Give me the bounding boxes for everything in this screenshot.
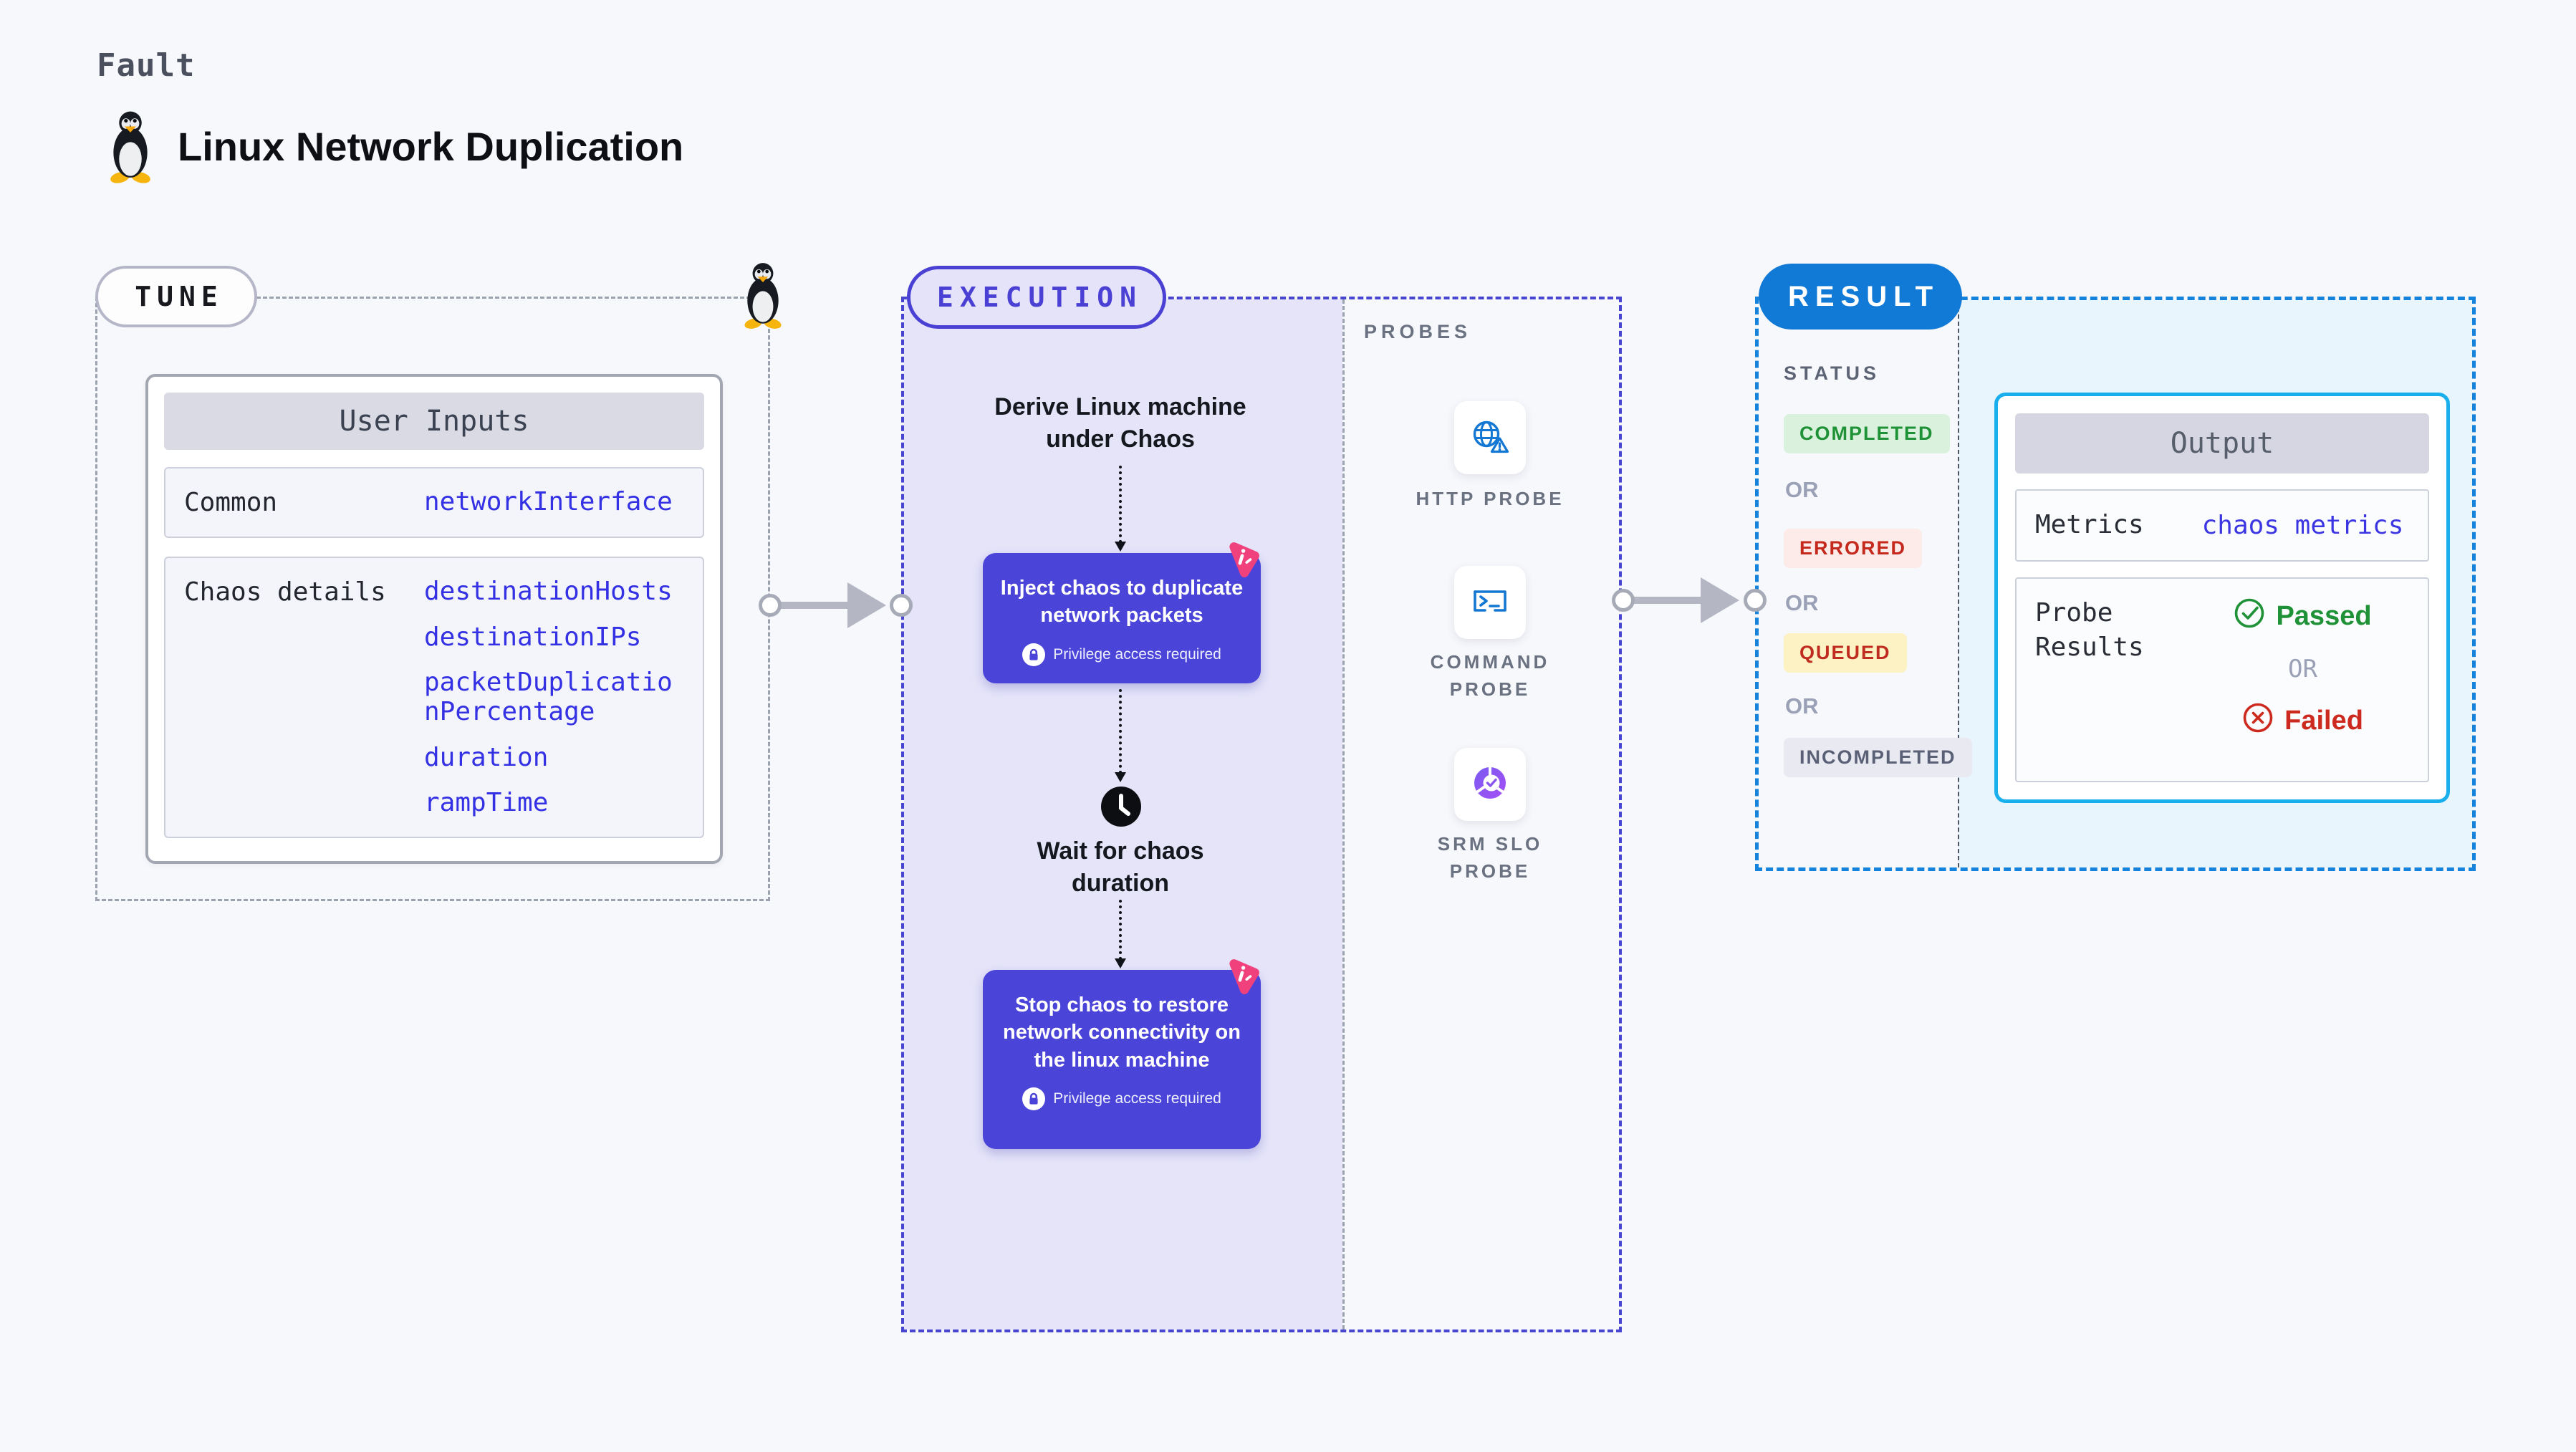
connector-dot (890, 594, 913, 617)
inject-chaos-node: Inject chaos to duplicate network packet… (983, 553, 1261, 683)
privilege-note: Privilege access required (1000, 643, 1244, 666)
inject-chaos-label: Inject chaos to duplicate network packet… (1000, 577, 1244, 628)
status-badge-completed: COMPLETED (1784, 414, 1950, 453)
fault-kicker: Fault (97, 47, 196, 84)
wait-step-text: Wait for chaos duration (1037, 837, 1204, 897)
lock-icon (1022, 1087, 1046, 1110)
input-value: duration (424, 742, 549, 772)
passed-text: Passed (2276, 601, 2372, 632)
arrowhead (1701, 577, 1739, 623)
execution-badge: EXECUTION (907, 266, 1166, 329)
connector-dot (759, 594, 782, 617)
input-value: networkInterface (424, 487, 673, 516)
srm-slo-probe-card (1454, 748, 1526, 821)
chaos-logo-icon (1222, 540, 1261, 579)
failed-text: Failed (2284, 706, 2363, 736)
probe-results-values: Passed OR Failed (2196, 596, 2409, 764)
input-value: rampTime (424, 788, 549, 818)
output-card: Output Metrics chaos metrics Probe Resul… (1994, 393, 2450, 803)
down-arrow (1115, 900, 1126, 968)
input-value: destinationHosts (424, 577, 673, 607)
metrics-row: Metrics chaos metrics (2015, 489, 2429, 562)
input-row-chaos-details: Chaos details destinationHosts destinati… (164, 557, 704, 838)
x-circle-icon (2242, 702, 2274, 741)
privilege-note-text: Privilege access required (1053, 645, 1221, 663)
status-badge-queued: QUEUED (1784, 633, 1907, 673)
probe-results-row: Probe Results Passed OR (2015, 577, 2429, 782)
probes-divider-line (1342, 299, 1345, 1330)
flow-arrow-execution-result (1629, 597, 1701, 604)
status-badge-errored: ERRORED (1784, 529, 1923, 568)
result-badge: RESULT (1759, 264, 1962, 330)
or-separator: OR (1785, 477, 1819, 502)
metrics-value: chaos metrics (2201, 510, 2404, 540)
metrics-label: Metrics (2035, 510, 2144, 539)
srm-slo-probe-label: SRM SLO PROBE (1437, 833, 1543, 882)
arrowhead (847, 582, 886, 628)
input-values: networkInterface (424, 487, 684, 518)
stop-chaos-label: Stop chaos to restore network connectivi… (1003, 994, 1241, 1072)
tune-badge: TUNE (95, 266, 257, 327)
input-row-label: Common (184, 488, 278, 517)
passed-result: Passed (2234, 597, 2372, 636)
lock-icon (1022, 643, 1046, 666)
page-title: Linux Network Duplication (178, 124, 684, 169)
flow-arrow-tune-execution (776, 602, 847, 609)
failed-result: Failed (2242, 702, 2363, 741)
connector-dot (1612, 589, 1635, 612)
chaos-logo-icon (1222, 957, 1261, 996)
privilege-note: Privilege access required (1000, 1087, 1244, 1110)
or-separator: OR (1785, 590, 1819, 615)
or-separator: OR (2288, 654, 2317, 683)
probes-label: PROBES (1364, 321, 1472, 342)
derive-step-text: Derive Linux machine under Chaos (994, 393, 1246, 453)
privilege-note-text: Privilege access required (1053, 1090, 1221, 1107)
probe-results-label: Probe Results (2035, 597, 2144, 663)
tux-linux-icon (105, 109, 156, 183)
tux-icon-small (739, 261, 787, 329)
input-value: packetDuplicationPercentage (424, 667, 673, 727)
input-value: destinationIPs (424, 622, 642, 652)
status-divider-line (1958, 300, 1959, 867)
http-probe-label: HTTP PROBE (1416, 488, 1565, 509)
check-circle-icon (2234, 597, 2265, 636)
globe-alert-icon (1469, 418, 1512, 458)
down-arrow (1115, 466, 1126, 552)
clock-icon (1101, 787, 1141, 827)
command-probe-label: COMMAND PROBE (1430, 651, 1550, 700)
status-badge-incompleted: INCOMPLETED (1784, 738, 1972, 777)
http-probe-card (1454, 401, 1526, 474)
input-row-common: Common networkInterface (164, 467, 704, 539)
terminal-icon (1469, 584, 1512, 622)
down-arrow (1115, 689, 1126, 782)
input-values: destinationHosts destinationIPs packetDu… (424, 577, 684, 817)
status-label: STATUS (1784, 362, 1880, 384)
or-separator: OR (1785, 693, 1819, 718)
user-inputs-card: User Inputs Common networkInterface Chao… (145, 374, 723, 864)
slo-pie-icon (1469, 764, 1512, 805)
stop-chaos-node: Stop chaos to restore network connectivi… (983, 970, 1261, 1149)
input-row-label: Chaos details (184, 577, 386, 607)
user-inputs-header: User Inputs (164, 393, 704, 450)
command-probe-card (1454, 566, 1526, 639)
connector-dot (1744, 589, 1767, 612)
output-header: Output (2015, 413, 2429, 473)
